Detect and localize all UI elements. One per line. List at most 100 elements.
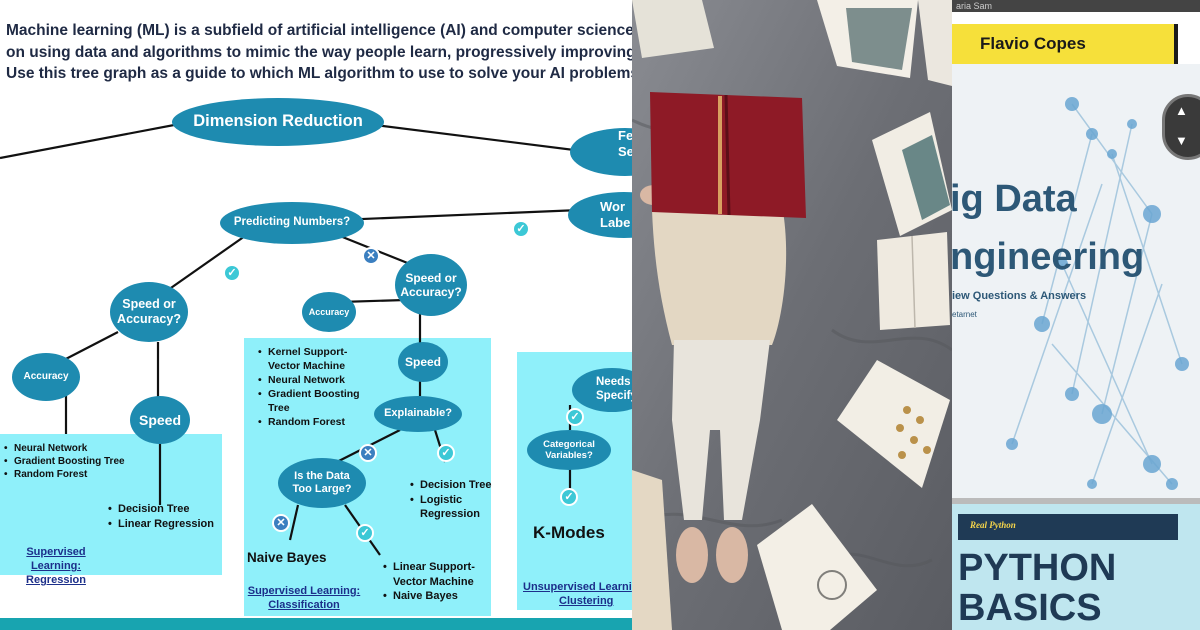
node-explainable[interactable]: Explainable? — [374, 396, 462, 432]
classification-accuracy-list: Kernel Support-Vector Machine Neural Net… — [258, 345, 368, 429]
scroll-button[interactable]: ▲ ▼ — [1162, 94, 1200, 160]
classification-box-title-line-1: Supervised Learning: — [247, 585, 361, 597]
list-item: Naive Bayes — [383, 589, 493, 604]
reading-photo-panel — [632, 0, 952, 630]
node-dimension-reduction[interactable]: Dimension Reduction — [172, 98, 384, 146]
node-dimension-reduction-label: Dimension Reduction — [193, 112, 363, 131]
foot-left — [676, 527, 708, 583]
node-working-labels-line-2: Labe — [600, 215, 631, 230]
cover-subtitle: iew Questions & Answers — [952, 290, 1087, 302]
check-icon: ✓ — [566, 408, 584, 426]
regression-box-title-line-1: Supervised Learning: — [26, 546, 86, 572]
footer-bar — [0, 618, 632, 630]
node-data-too-large-label: Is the Data Too Large? — [292, 469, 352, 495]
check-icon: ✓ — [560, 488, 578, 506]
node-categorical-variables-label: Categorical Variables? — [543, 438, 595, 461]
butterfly-book — [837, 360, 950, 488]
book-top-left — [632, 0, 714, 58]
intro-line-3: Use this tree graph as a guide to which … — [6, 65, 632, 82]
list-item: Linear Regression — [108, 517, 214, 532]
list-item: Random Forest — [258, 415, 368, 429]
ml-flowchart-panel: Machine learning (ML) is a subfield of a… — [0, 0, 632, 630]
python-basics-cover: Real Python PYTHON BASICS — [952, 504, 1200, 630]
book-covers-panel: aria Sam Flavio Copes — [952, 0, 1200, 630]
top-strip: aria Sam — [952, 0, 1200, 12]
network-graphic — [1006, 97, 1189, 490]
cover-divider — [952, 498, 1200, 504]
cross-icon: ✕ — [362, 247, 380, 265]
node-accuracy-mid[interactable]: Accuracy — [302, 292, 356, 332]
node-speed-left-label: Speed — [138, 411, 181, 428]
intro-line-1: Machine learning (ML) is a subfield of a… — [6, 22, 632, 39]
classification-box-title[interactable]: Supervised Learning: Classification — [244, 584, 364, 612]
clustering-box-title-line-1: Unsupervised Learni — [523, 581, 632, 593]
list-item: Random Forest — [4, 468, 125, 481]
node-speed-mid[interactable]: Speed — [398, 342, 448, 382]
node-speed-accuracy-left-label: Speed or Accuracy? — [117, 297, 181, 326]
classification-explainable-list: Decision Tree Logistic Regression — [410, 478, 492, 522]
cover-title: ig Data ngineering — [952, 170, 1144, 286]
check-icon: ✓ — [223, 264, 241, 282]
author-name: Flavio Copes — [980, 34, 1086, 53]
node-speed-left[interactable]: Speed — [130, 396, 190, 444]
leggings — [672, 340, 770, 520]
node-speed-accuracy-right-label: Speed or Accuracy? — [400, 270, 462, 299]
list-item: Logistic Regression — [410, 493, 492, 522]
python-title-line-1: PYTHON — [958, 547, 1117, 589]
regression-speed-list: Decision Tree Linear Regression — [108, 502, 214, 532]
flowchart-edges — [0, 120, 591, 556]
sweater — [652, 205, 787, 345]
node-feature-selection-line-1: Fe — [618, 128, 632, 143]
big-data-cover: ig Data ngineering iew Questions & Answe… — [952, 64, 1200, 504]
node-speed-mid-label: Speed — [404, 354, 441, 369]
node-accuracy-left[interactable]: Accuracy — [12, 353, 80, 401]
list-item: Decision Tree — [410, 478, 492, 493]
clustering-box-title[interactable]: Unsupervised Learni Clustering — [519, 580, 632, 608]
outcome-naive-bayes: Naive Bayes — [247, 550, 327, 565]
node-predicting-numbers[interactable]: Predicting Numbers? — [220, 202, 364, 244]
python-title: PYTHON BASICS — [958, 548, 1116, 628]
node-speed-accuracy-left[interactable]: Speed or Accuracy? — [110, 282, 188, 342]
check-icon: ✓ — [356, 524, 374, 542]
intro-text: Machine learning (ML) is a subfield of a… — [6, 20, 632, 85]
node-working-labels-line-1: Wor — [600, 199, 626, 215]
cover-publisher: etarnet — [952, 310, 977, 319]
node-accuracy-mid-label: Accuracy — [308, 306, 350, 317]
chevron-down-icon: ▼ — [1175, 133, 1188, 148]
node-data-too-large[interactable]: Is the Data Too Large? — [278, 458, 366, 508]
node-needs-specify-line-1: Needs — [596, 376, 631, 389]
intro-line-2: on using data and algorithms to mimic th… — [6, 43, 632, 61]
check-icon: ✓ — [512, 220, 530, 238]
node-explainable-label: Explainable? — [384, 407, 452, 420]
list-item: Neural Network — [258, 373, 368, 387]
cross-icon: ✕ — [359, 444, 377, 462]
list-item: Neural Network — [4, 442, 125, 455]
regression-box-title[interactable]: Supervised Learning: Regression — [0, 545, 112, 587]
cover-top-name: aria Sam — [956, 1, 993, 11]
chevron-up-icon: ▲ — [1175, 103, 1188, 118]
outcome-k-modes: K-Modes — [533, 523, 605, 542]
check-icon: ✓ — [437, 444, 455, 462]
cross-icon: ✕ — [272, 514, 290, 532]
author-banner: Flavio Copes — [952, 24, 1178, 64]
cover-title-line-2: ngineering — [952, 236, 1145, 278]
list-item: Decision Tree — [108, 502, 214, 517]
clustering-box-title-line-2: Clustering — [559, 595, 614, 607]
node-feature-selection-line-2: Se — [618, 143, 632, 159]
book-bottom — [757, 504, 877, 630]
regression-accuracy-list: Neural Network Gradient Boosting Tree Ra… — [4, 442, 125, 481]
node-accuracy-left-label: Accuracy — [23, 371, 69, 382]
node-needs-specify[interactable]: Needs Specify — [572, 368, 632, 412]
python-brand-bar: Real Python — [958, 514, 1178, 540]
python-title-line-2: BASICS — [958, 587, 1102, 629]
list-item: Kernel Support-Vector Machine — [258, 345, 368, 373]
node-predicting-numbers-label: Predicting Numbers? — [233, 216, 351, 229]
node-speed-accuracy-right[interactable]: Speed or Accuracy? — [395, 254, 467, 316]
book-top-right — [918, 0, 952, 86]
foot-right — [716, 527, 748, 583]
node-categorical-variables[interactable]: Categorical Variables? — [527, 430, 611, 470]
node-needs-specify-line-2: Specify — [596, 390, 632, 402]
classification-not-large-list: Linear Support-Vector Machine Naive Baye… — [383, 560, 493, 604]
book-bottom-left — [632, 470, 672, 630]
python-brand: Real Python — [970, 520, 1016, 530]
